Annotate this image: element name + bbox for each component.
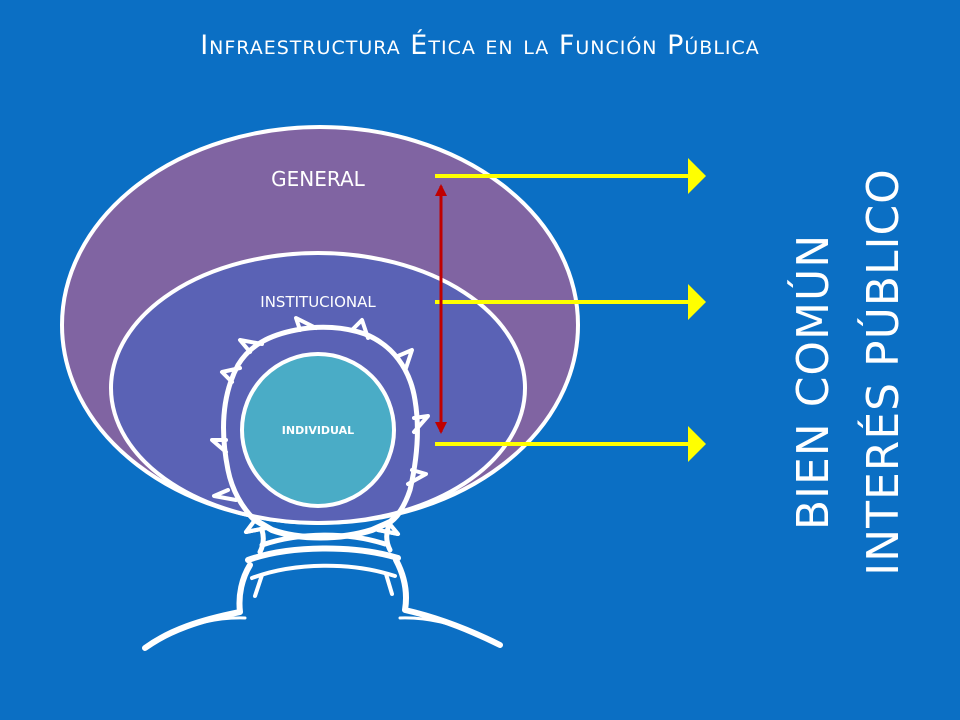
person-hair-overlay [210,316,430,540]
yellow-arrows [435,158,706,462]
individual-circle [240,352,396,508]
arrowhead-general [688,158,706,194]
arrowhead-institucional [688,284,706,320]
slide-title: Infraestructura Ética en la Función Públ… [200,30,760,61]
individual-label: INDIVIDUAL [282,424,354,437]
bien-comun-text: BIEN COMÚN [786,234,839,530]
general-label: GENERAL [271,167,366,191]
interes-publico-text: INTERÉS PÚBLICO [856,168,909,576]
institucional-label: INSTITUCIONAL [260,293,376,311]
arrowhead-individual [688,426,706,462]
